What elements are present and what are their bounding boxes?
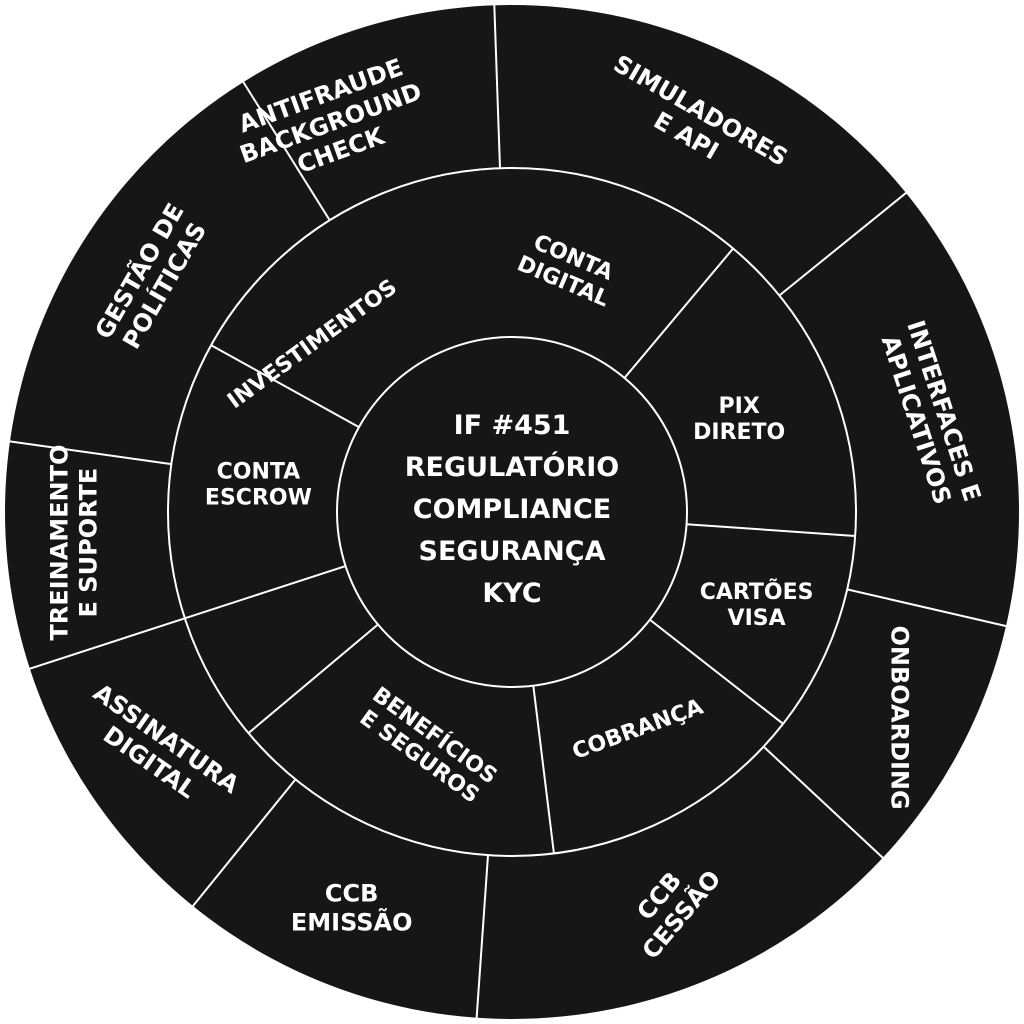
outer-segment-treinamento-e-suporte-line: TREINAMENTO [46,445,74,641]
center-text-line: IF #451 [454,410,571,441]
middle-segment-pix-direto-line: PIX [719,394,760,419]
outer-ring-separator [493,3,501,169]
middle-ring-separator [649,618,784,725]
outer-segment-onboarding: ONBOARDING [886,625,914,809]
middle-segment-cartoes-visa-line: VISA [728,606,786,631]
outer-ring-separator [7,440,172,466]
outer-ring-separator [475,855,490,1020]
segment-separators [7,3,1009,1020]
outer-segment-treinamento-e-suporte: TREINAMENTOE SUPORTE [46,445,103,641]
middle-segment-conta-escrow-line: ESCROW [205,485,312,510]
center-text-line: COMPLIANCE [413,494,611,525]
middle-segment-cartoes-visa-line: CARTÕES [700,579,814,605]
outer-ring-separator [27,617,186,671]
outer-segment-ccb-emissao-line: EMISSÃO [291,907,413,936]
outer-segment-ccb-emissao-line: CCB [325,879,379,907]
middle-ring-separator [210,344,360,429]
center-text-line: KYC [482,578,541,609]
outer-ring-separator [190,778,297,909]
middle-segment-conta-escrow-line: CONTA [217,459,301,484]
middle-segment-pix-direto-line: DIRETO [693,420,785,445]
center-text-line: SEGURANÇA [419,536,606,567]
middle-ring-separator [247,623,379,734]
outer-segment-treinamento-e-suporte-line: E SUPORTE [75,468,103,618]
outer-segment-onboarding-line: ONBOARDING [886,625,914,809]
center-text-line: REGULATÓRIO [405,451,619,483]
outer-ring-separator [846,588,1009,628]
middle-ring-separator [184,565,346,620]
center-circle-border [336,336,688,688]
outer-ring-separator [762,745,885,860]
outer-ring-separator [778,190,909,297]
outer-ring-separator [241,79,331,221]
middle-ring-border [167,167,857,857]
middle-ring-separator [623,247,734,379]
middle-ring-separator [686,523,856,537]
wheel-disc [5,5,1019,1019]
middle-ring-separator [532,685,555,854]
